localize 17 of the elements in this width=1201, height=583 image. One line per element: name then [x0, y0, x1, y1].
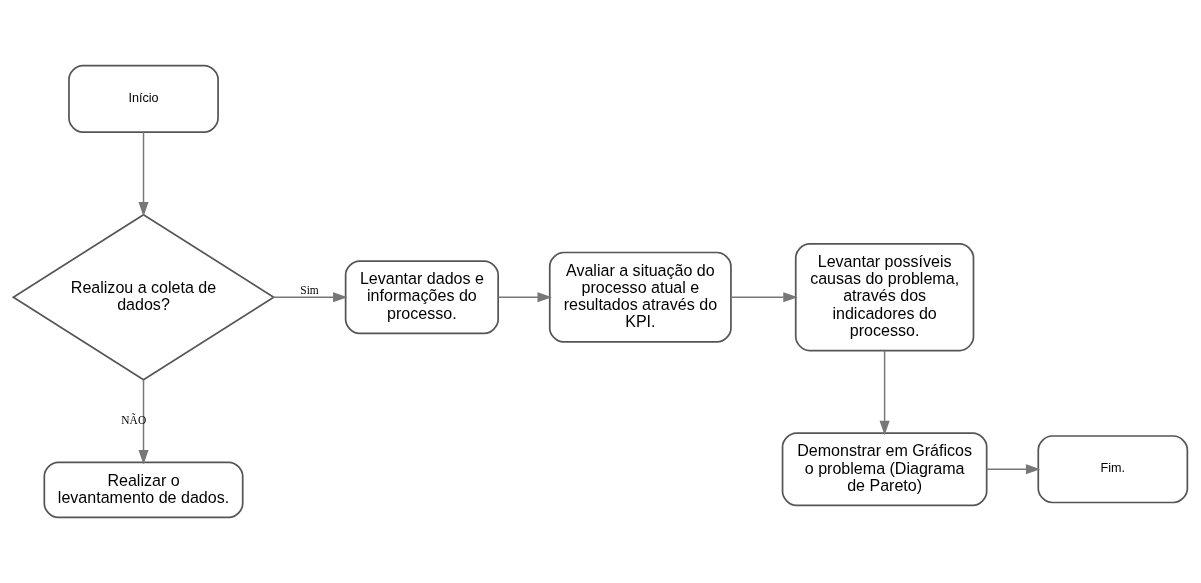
node-box: Fim. — [1037, 435, 1189, 504]
arrow — [138, 131, 149, 217]
edge-label: NÃO — [121, 413, 147, 426]
arrow — [272, 292, 348, 303]
arrow — [879, 350, 890, 436]
arrow — [138, 379, 149, 465]
node-box: Avaliar a situação do processo atual e resultados através do KPI. — [548, 251, 732, 343]
node-box: Levantar possíveis causas do problema, através dos indicadores do processo. — [794, 243, 975, 352]
node-diamond: Realizou a coleta de dados? — [11, 213, 276, 381]
node-box: Demonstrar em Gráficos o problema (Diagrama de Pareto) — [781, 432, 988, 507]
edge-label: Sim — [300, 283, 319, 296]
arrow — [986, 464, 1041, 475]
arrow — [730, 292, 798, 303]
node-box: Início — [68, 64, 219, 133]
arrow — [497, 292, 552, 303]
node-box: Realizar o levantamento de dados. — [43, 461, 244, 519]
node-box: Levantar dados e informações do processo. — [344, 260, 499, 335]
